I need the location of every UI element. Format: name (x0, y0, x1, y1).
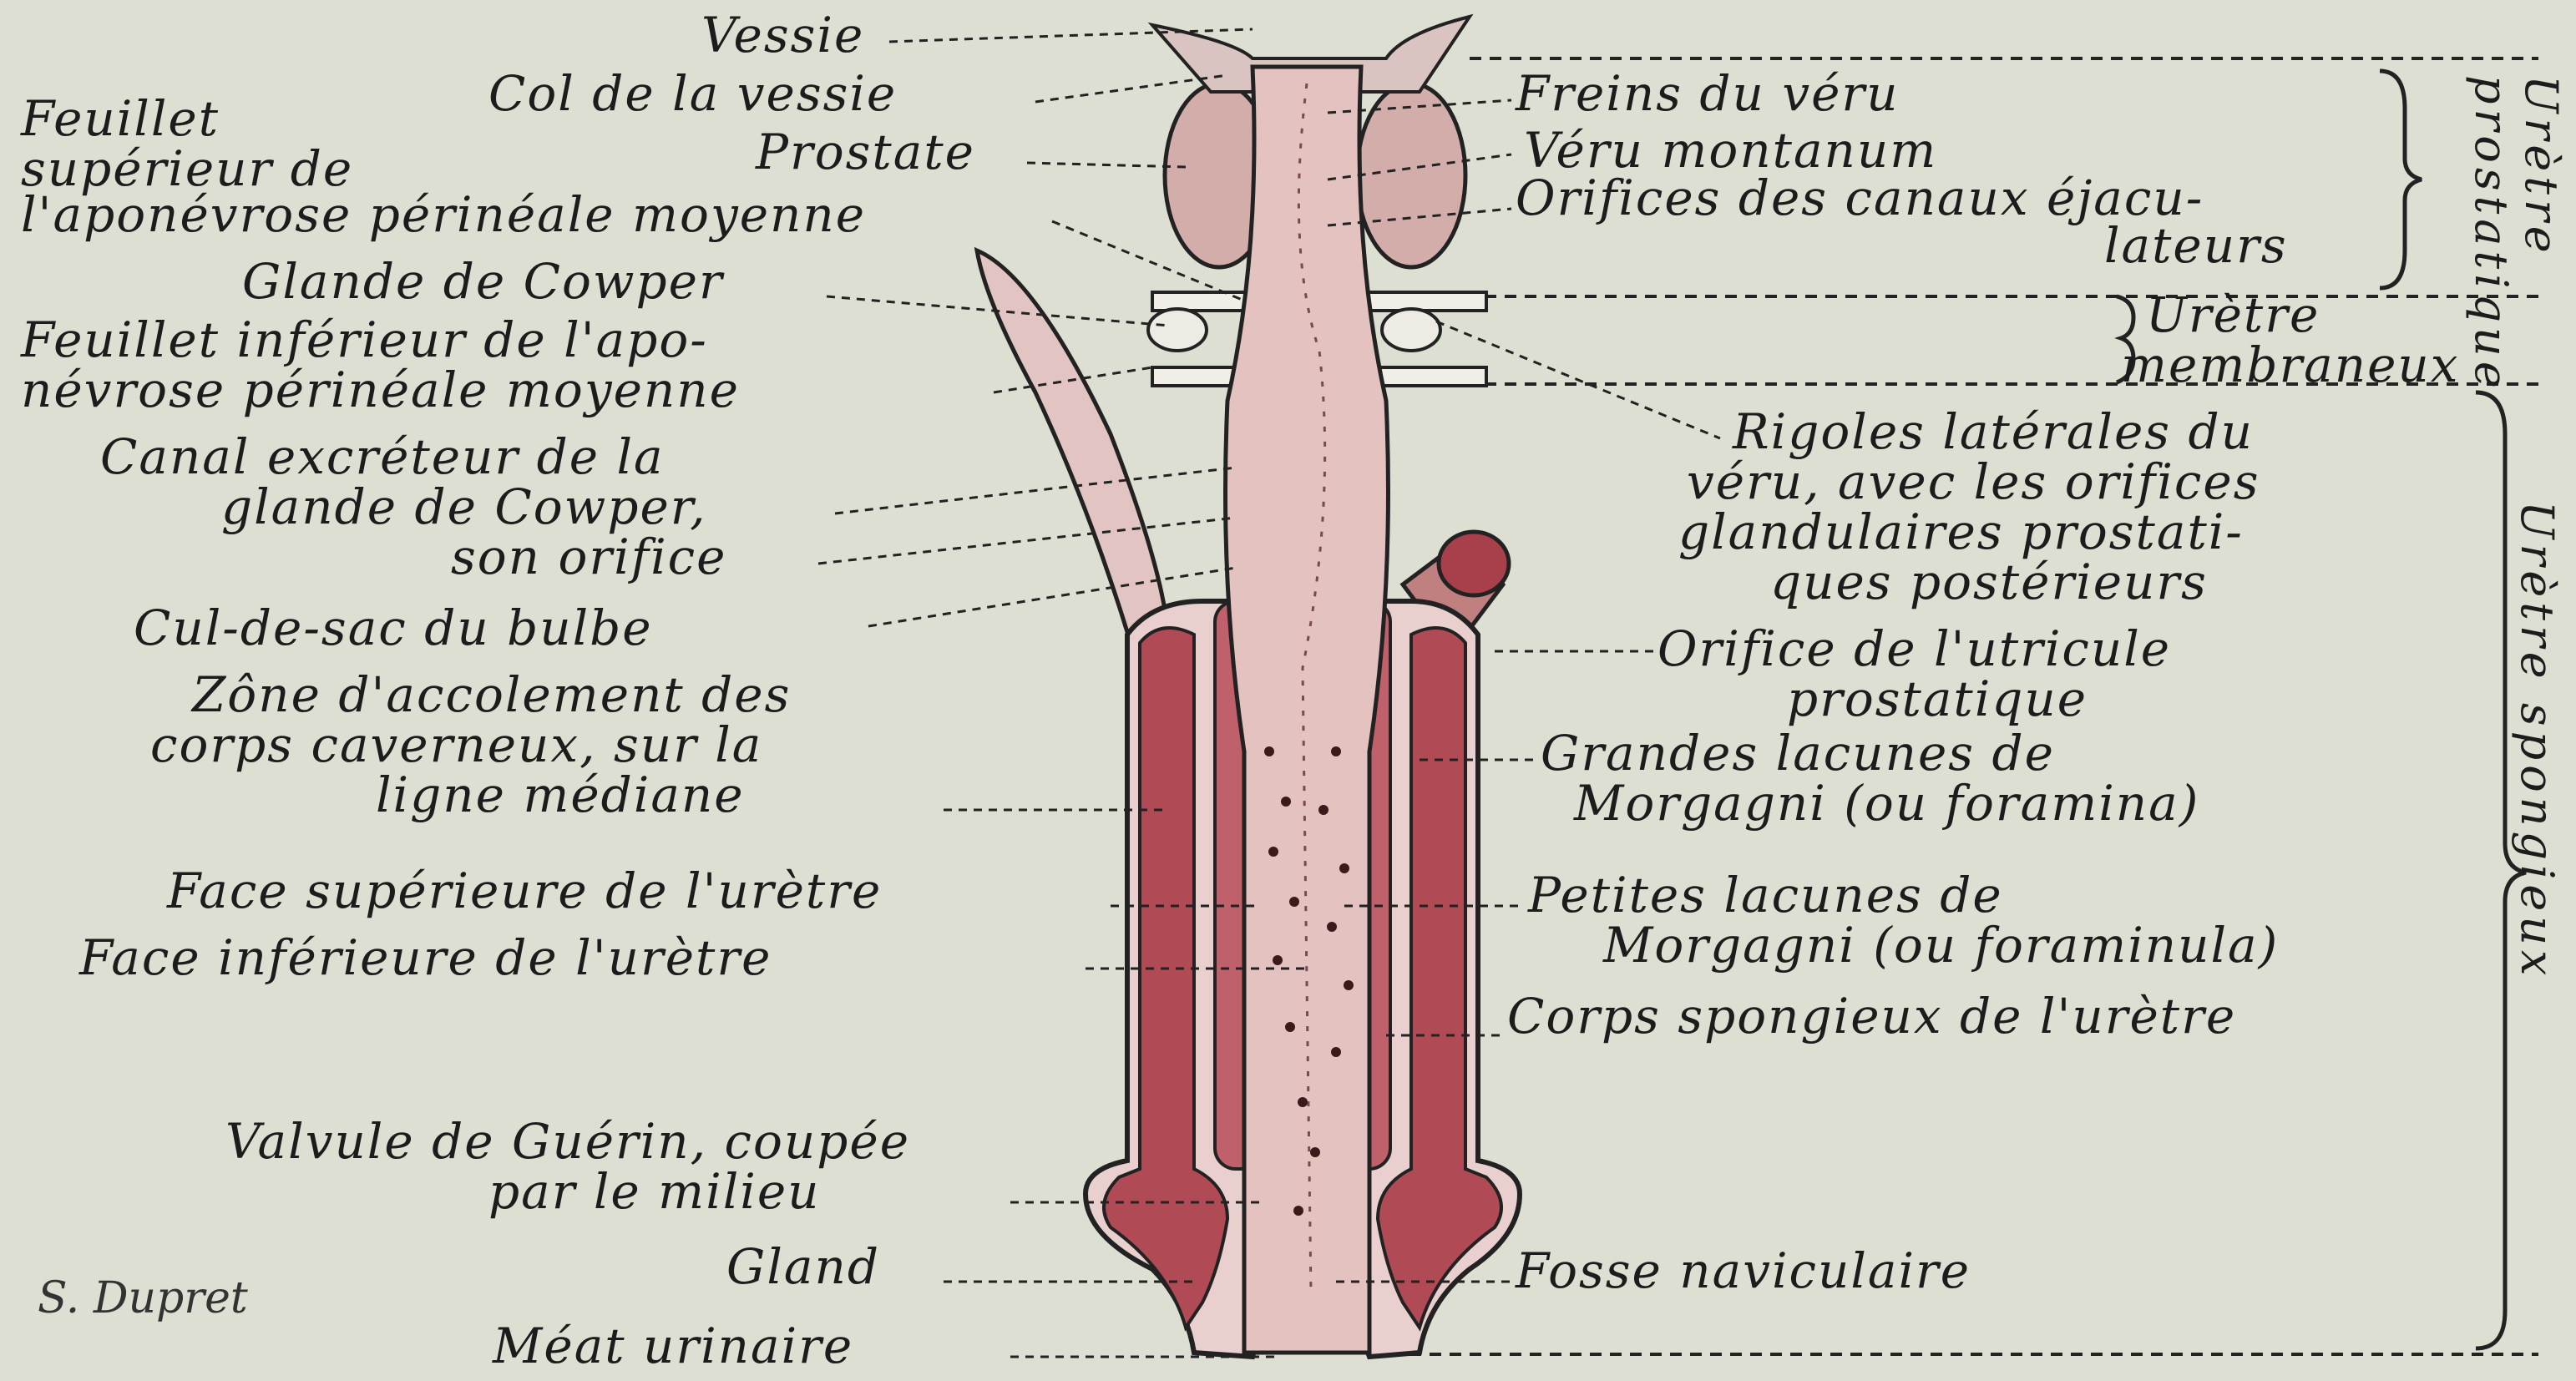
label-grandes-lacunes-2: Morgagni (ou foramina) (1574, 776, 2199, 830)
label-face-inferieure: Face inférieure de l'urètre (79, 931, 772, 984)
label-feuillet-sup-3: l'aponévrose périnéale moyenne (21, 188, 866, 241)
side-label-spongieux: Urètre spongieux (2511, 501, 2563, 981)
label-col-vessie: Col de la vessie (488, 67, 897, 120)
label-zone-accolement-3: ligne médiane (376, 768, 745, 822)
label-gland: Gland (726, 1240, 880, 1293)
label-glande-cowper: Glande de Cowper (242, 255, 724, 308)
label-canal-excreteur-1: Canal excréteur de la (100, 430, 665, 483)
label-fosse: Fosse naviculaire (1516, 1244, 1971, 1298)
label-petites-lacunes-2: Morgagni (ou foraminula) (1603, 918, 2279, 972)
label-uretre-membraneux-2: membraneux (2121, 338, 2460, 392)
label-cul-de-sac: Cul-de-sac du bulbe (134, 601, 653, 655)
label-feuillet-inf-2: névrose périnéale moyenne (21, 363, 740, 417)
label-petites-lacunes-1: Petites lacunes de (1528, 868, 2003, 922)
cowper-gland-crus (977, 250, 1169, 660)
label-canal-excreteur-3: son orifice (451, 530, 727, 584)
cowper-gland-left (1148, 309, 1207, 351)
label-utricule-2: prostatique (1787, 672, 2088, 726)
prostate-lobe-right (1357, 83, 1465, 267)
label-utricule-1: Orifice de l'utricule (1657, 622, 2171, 675)
label-zone-accolement-2: corps caverneux, sur la (150, 718, 762, 771)
label-rigoles-2: véru, avec les orifices (1687, 455, 2260, 508)
cowper-gland-right (1382, 309, 1440, 351)
label-rigoles-4: ques postérieurs (1770, 555, 2208, 609)
label-meat: Méat urinaire (493, 1319, 853, 1373)
label-valvule-guerin-1: Valvule de Guérin, coupée (225, 1115, 910, 1168)
urethral-lumen (1226, 67, 1389, 1353)
label-face-superieure: Face supérieure de l'urètre (167, 864, 882, 918)
label-uretre-membraneux-1: Urètre (2146, 288, 2320, 341)
side-label-prostatique-2: prostatique (2465, 75, 2518, 393)
label-valvule-guerin-2: par le milieu (488, 1165, 821, 1218)
side-label-prostatique-1: Urètre (2515, 75, 2568, 258)
label-feuillet-inf-1: Feuillet inférieur de l'apo- (21, 313, 708, 367)
label-rigoles-1: Rigoles latérales du (1733, 405, 2254, 458)
label-corps-spongieux: Corps spongieux de l'urètre (1507, 989, 2236, 1043)
label-rigoles-3: glandulaires prostati- (1678, 505, 2244, 559)
label-prostate: Prostate (756, 125, 975, 179)
crus-right-section (1439, 532, 1509, 595)
label-orifices-canaux-1: Orifices des canaux éjacu- (1516, 171, 2204, 225)
label-feuillet-sup-1: Feuillet (21, 92, 220, 145)
label-zone-accolement-1: Zône d'accolement des (192, 668, 791, 721)
signature: S. Dupret (38, 1273, 248, 1323)
label-vessie: Vessie (701, 8, 864, 62)
label-freins: Freins du véru (1516, 67, 1900, 120)
label-grandes-lacunes-1: Grandes lacunes de (1541, 726, 2055, 780)
label-canal-excreteur-2: glande de Cowper, (221, 480, 707, 534)
label-orifices-canaux-2: lateurs (2104, 219, 2288, 272)
